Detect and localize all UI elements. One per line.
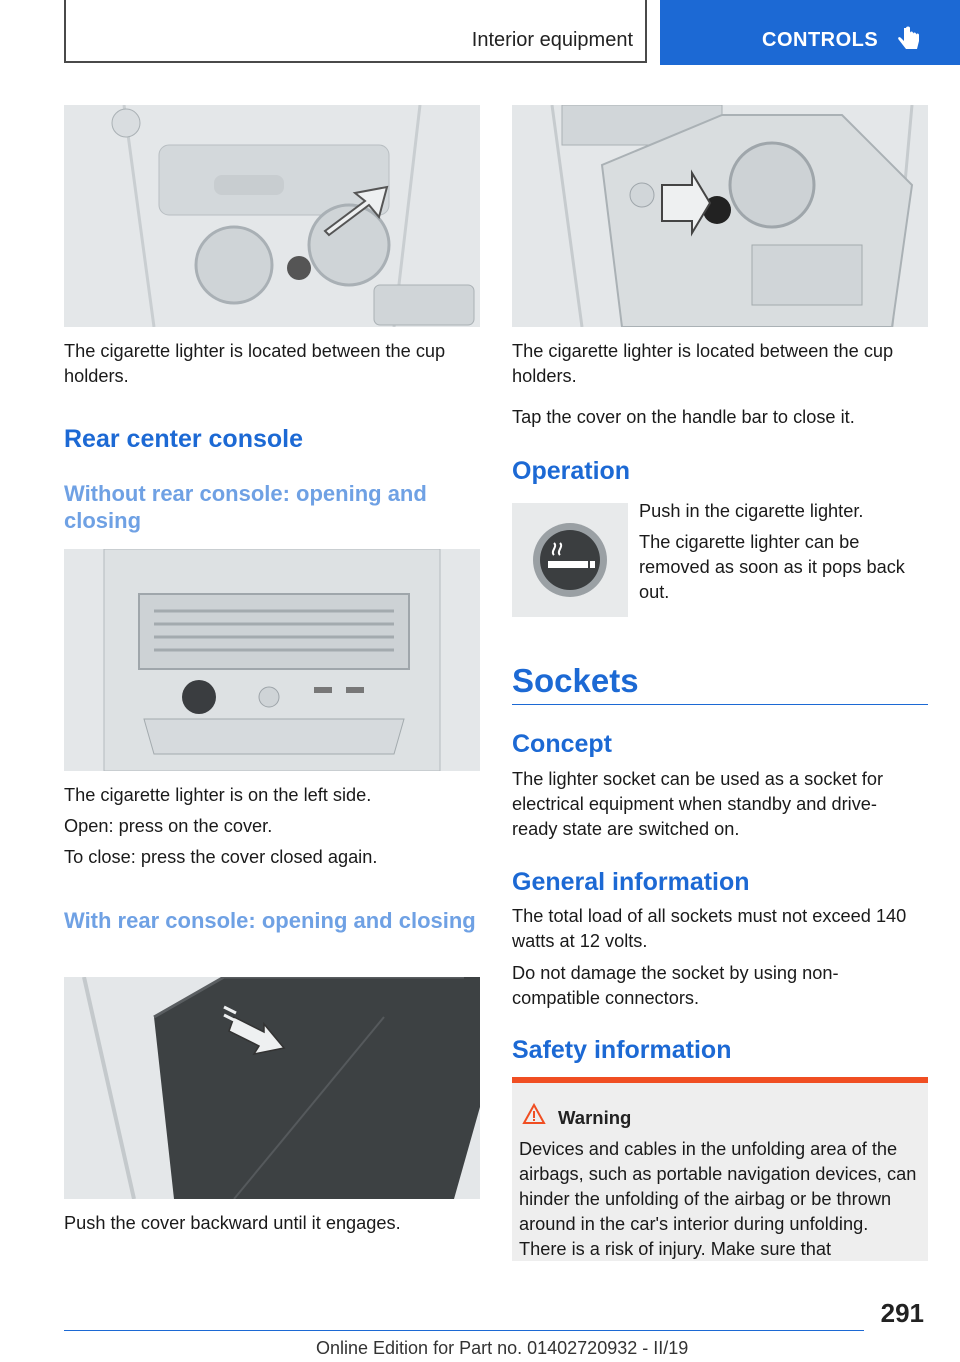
figure-front-console-cupholders bbox=[64, 105, 480, 327]
heading-rear-center-console: Rear center console bbox=[64, 425, 303, 453]
cigarette-lighter-icon bbox=[512, 503, 628, 617]
text-close: To close: press the cover closed again. bbox=[64, 847, 378, 867]
text-push-in: Push in the cigarette lighter. bbox=[639, 501, 864, 521]
text-open: Open: press on the cover. bbox=[64, 816, 273, 836]
heading-concept: Concept bbox=[512, 730, 612, 758]
warning-label: Warning bbox=[558, 1107, 632, 1128]
warning-triangle-icon bbox=[522, 1103, 546, 1124]
text-do-not-damage: Do not damage the socket by using non-co… bbox=[512, 963, 839, 1008]
heading-operation: Operation bbox=[512, 457, 631, 485]
text-concept: The lighter socket can be used as a sock… bbox=[512, 769, 884, 839]
header-section-box: Interior equipment bbox=[64, 0, 647, 63]
warning-box: Warning Devices and cables in the unfold… bbox=[512, 1083, 928, 1261]
figure-rear-console-cover bbox=[64, 977, 480, 1199]
hand-pointer-icon bbox=[898, 26, 919, 49]
footer-edition: Online Edition for Part no. 01402720932 … bbox=[316, 1338, 689, 1358]
chapter-label: CONTROLS bbox=[762, 29, 879, 51]
header-chapter-tab[interactable]: CONTROLS bbox=[660, 0, 960, 65]
caption-front-lighter: The cigarette lighter is located between… bbox=[64, 341, 446, 386]
text-removed-pops-out: The cigarette lighter can be removed as … bbox=[639, 532, 905, 602]
warning-bar bbox=[512, 1077, 928, 1083]
text-tap-cover: Tap the cover on the handle bar to close… bbox=[512, 407, 855, 427]
warning-text: Devices and cables in the unfolding area… bbox=[519, 1139, 917, 1259]
heading-general-information: General information bbox=[512, 868, 750, 896]
heading-with-rear-console: With rear console: opening and closing bbox=[64, 908, 476, 933]
heading-without-rear-console: Without rear console: opening and closin… bbox=[64, 481, 427, 533]
section-title: Interior equipment bbox=[471, 29, 633, 51]
caption-front-lighter-2: The cigarette lighter is located between… bbox=[512, 341, 894, 386]
text-total-load: The total load of all sockets must not e… bbox=[512, 906, 907, 951]
figure-front-console-lighter bbox=[512, 105, 928, 327]
footer-rule bbox=[64, 1330, 864, 1331]
page-number: 291 bbox=[880, 1298, 924, 1328]
heading-safety-information: Safety information bbox=[512, 1036, 732, 1064]
caption-push-cover: Push the cover backward until it engages… bbox=[64, 1213, 401, 1233]
divider-rule bbox=[512, 704, 928, 705]
caption-lighter-left-side: The cigarette lighter is on the left sid… bbox=[64, 785, 372, 805]
figure-rear-console-open bbox=[64, 549, 480, 771]
heading-sockets: Sockets bbox=[512, 662, 639, 699]
